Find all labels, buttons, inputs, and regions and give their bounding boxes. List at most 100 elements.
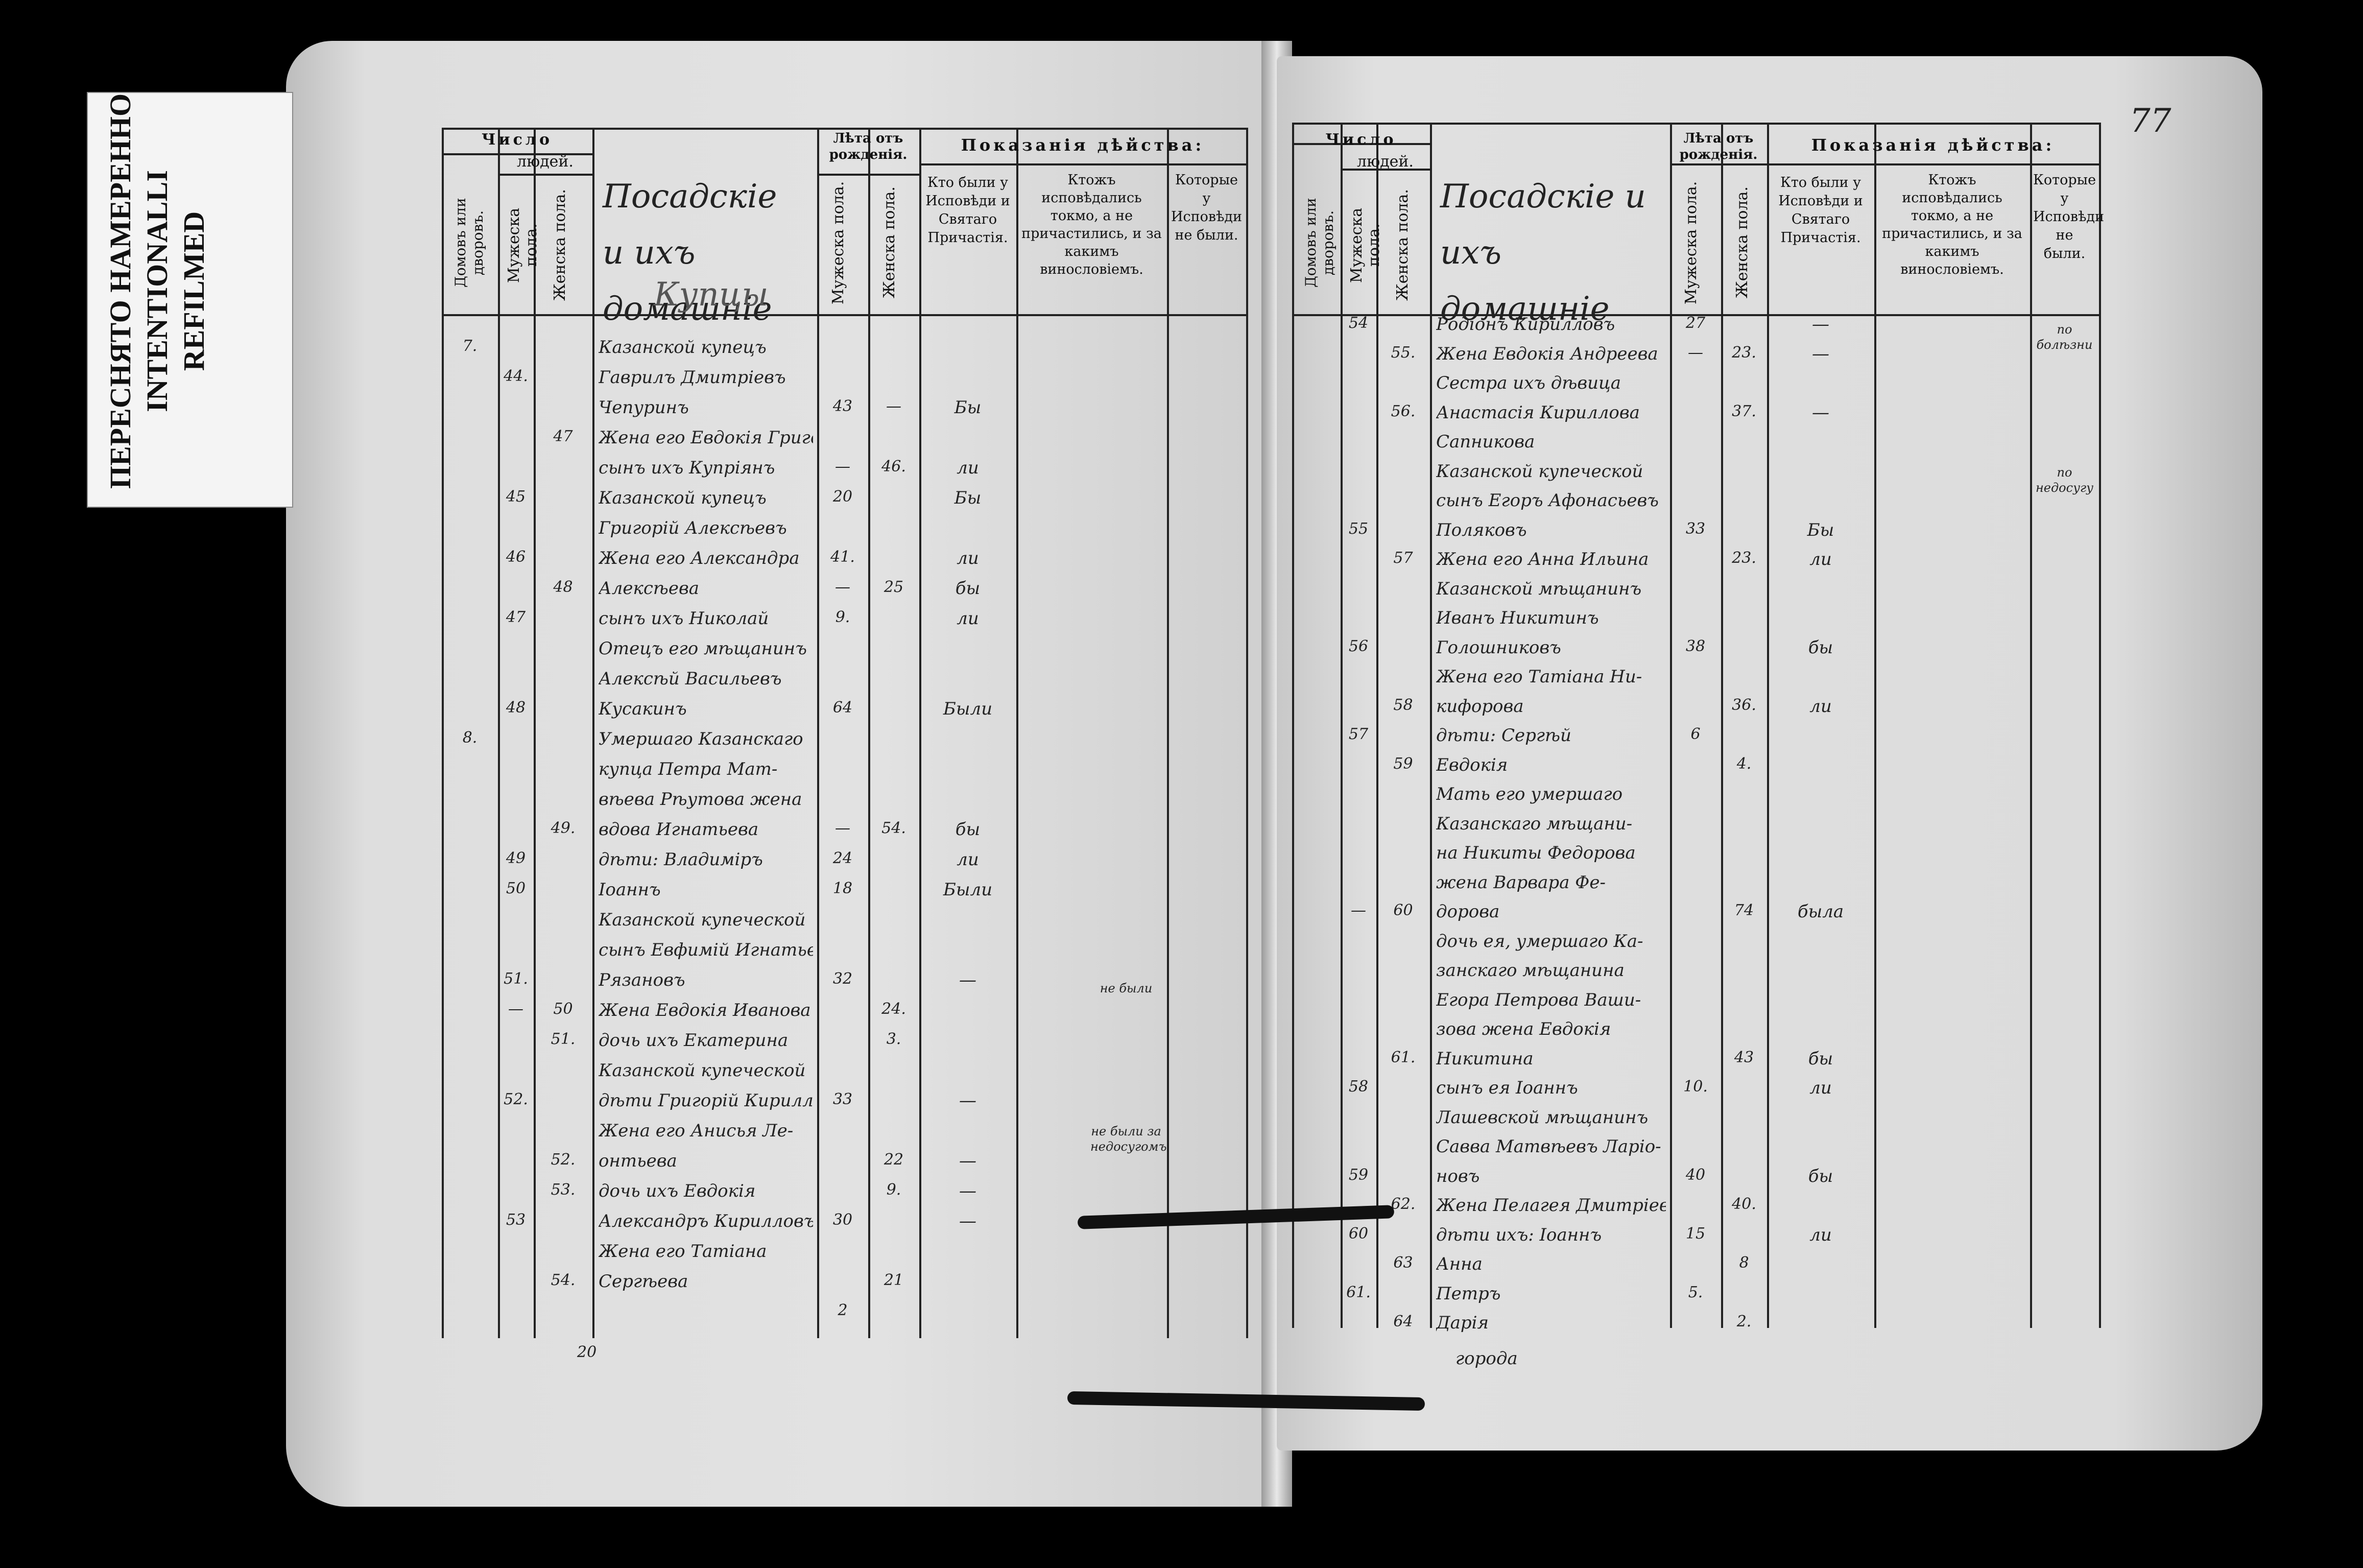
right-male-age: 40 — [1685, 1166, 1706, 1184]
left-entry-name: сынъ ихъ Купріянъ — [599, 458, 775, 478]
right-female-number: 57 — [1393, 549, 1413, 567]
left-female-number: 53. — [551, 1181, 576, 1199]
right-female-age: 40. — [1732, 1195, 1756, 1213]
left-female-age: 24. — [881, 1000, 906, 1018]
right-entry-name: зова жена Евдокія — [1436, 1019, 1611, 1039]
left-entry-name: сынъ ихъ Николай — [599, 608, 769, 629]
left-entry-name: Казанской купецъ — [599, 337, 767, 358]
left-header-col-kotorye: Которые у Исповѣди не были. — [1171, 172, 1243, 243]
left-male-age: 9. — [835, 608, 850, 626]
right-entry-name: Евдокія — [1436, 754, 1508, 775]
left-male-age: 33 — [832, 1090, 853, 1108]
right-male-number: 56 — [1348, 637, 1369, 655]
left-entry-name: дѣти: Владиміръ — [599, 849, 763, 870]
left-confession-mark: — — [959, 970, 976, 990]
left-header-top-line — [442, 128, 1246, 130]
right-entry-name: Дарія — [1436, 1313, 1489, 1333]
left-entry-name: Александръ Кирилловъ — [599, 1211, 813, 1231]
right-col-line-3 — [1430, 123, 1432, 1328]
refilmed-stamp — [87, 92, 293, 508]
left-entry-name: Жена его Анисья Ле- — [599, 1121, 794, 1141]
right-female-number: 63 — [1393, 1254, 1413, 1272]
left-entry-name: Гаврилъ Дмитріевъ — [599, 367, 786, 388]
right-entry-name: Родіонъ Кирилловъ — [1436, 314, 1615, 335]
left-dvor-number: 7. — [462, 337, 478, 355]
right-entry-name: новъ — [1436, 1166, 1480, 1186]
right-header-bottom-line — [1292, 314, 2099, 316]
left-entry-name: Отецъ его мѣщанинъ — [599, 638, 807, 659]
left-confession-mark: ли — [957, 458, 979, 478]
right-male-number: 57 — [1348, 725, 1369, 743]
right-female-age: 23. — [1732, 549, 1756, 567]
left-male-number: 51. — [504, 970, 528, 988]
right-female-age: 23. — [1732, 343, 1756, 362]
left-female-age: 46. — [881, 458, 906, 476]
left-male-age: 32 — [832, 970, 853, 988]
right-entry-name: занскаго мѣщанина — [1436, 960, 1625, 981]
right-entry-name: дочь ея, умершаго Ка- — [1436, 931, 1643, 952]
left-confession-mark: — — [959, 1090, 976, 1111]
right-male-number: 60 — [1348, 1224, 1369, 1243]
right-col-line-8 — [2030, 123, 2032, 1328]
right-entry-name: дѣти ихъ: Іоаннъ — [1436, 1224, 1602, 1245]
left-confession-mark: ли — [957, 608, 979, 629]
left-female-age: 54. — [881, 819, 906, 837]
right-female-age: 4. — [1736, 754, 1752, 773]
right-female-age: 36. — [1732, 696, 1756, 714]
right-entry-name: Жена его Анна Ильина — [1436, 549, 1649, 569]
left-footer-number: 20 — [577, 1343, 597, 1361]
left-col-line-7 — [1016, 128, 1018, 1338]
left-male-number: 46 — [506, 548, 526, 566]
right-col-line-6 — [1767, 123, 1769, 1328]
right-header-leta-f: Женска пола. — [1733, 186, 1751, 299]
left-col-line-1 — [498, 128, 500, 1338]
right-female-number: 59 — [1393, 754, 1413, 773]
left-male-age: — — [835, 458, 850, 476]
right-male-age: 15 — [1685, 1224, 1706, 1243]
left-female-age: 22 — [884, 1151, 904, 1169]
right-header-col-kotorye: Которые у Исповѣди не были. — [2033, 172, 2105, 262]
right-confession-mark: ли — [1809, 696, 1832, 717]
right-entry-name: Савва Матвѣевъ Ларіо- — [1436, 1136, 1661, 1157]
right-confession-mark: бы — [1808, 1166, 1833, 1186]
left-lyudey-rule — [498, 174, 592, 176]
right-page — [1277, 56, 2262, 1451]
right-confession-mark: ли — [1809, 1224, 1832, 1245]
left-male-age: 24 — [832, 849, 853, 867]
right-entry-name: Казанской купеческой — [1436, 461, 1643, 482]
left-male-number: 47 — [506, 608, 526, 626]
left-entry-name: Умершаго Казанскаго — [599, 729, 803, 749]
right-entry-name: Голошниковъ — [1436, 637, 1561, 658]
right-entry-name: Сестра ихъ дѣвица — [1436, 373, 1621, 393]
left-entry-name: Григорій Алексѣевъ — [599, 518, 787, 538]
right-female-number: 55. — [1391, 343, 1416, 362]
left-entry-name: Жена его Евдокія Григорьева — [599, 427, 813, 448]
left-header-leta-m: Мужеска пола. — [829, 181, 847, 304]
right-female-number: 56. — [1391, 402, 1416, 420]
right-col-line-4 — [1670, 123, 1672, 1328]
left-male-number: 53 — [506, 1211, 526, 1229]
right-col-line-7 — [1874, 123, 1876, 1328]
right-footer-text: города — [1455, 1348, 1518, 1369]
left-entry-name: дочь ихъ Евдокія — [599, 1181, 756, 1201]
right-col-line-1 — [1341, 123, 1343, 1328]
left-header-leta: Лѣта отъ рожденія. — [829, 131, 908, 162]
left-ktozh-note: не были — [1100, 981, 1153, 995]
right-chislo-rule — [1292, 143, 1430, 145]
left-male-number: 45 — [506, 488, 526, 506]
left-female-age: 9. — [886, 1181, 901, 1199]
right-male-age: 6 — [1690, 725, 1701, 743]
right-entry-name: Казанской мѣщанинъ — [1436, 578, 1642, 599]
left-leta-rule — [817, 174, 919, 176]
right-confession-mark: бы — [1808, 637, 1833, 658]
left-entry-name: Сергѣева — [599, 1271, 688, 1292]
right-confession-mark: — — [1812, 402, 1829, 423]
right-entry-name: Казанскаго мѣщани- — [1436, 813, 1633, 834]
left-confession-mark: бы — [955, 578, 981, 599]
right-entry-name: дѣти: Сергѣй — [1436, 725, 1571, 746]
right-entry-name: Жена Евдокія Андреева — [1436, 343, 1658, 364]
right-header-leta-m: Мужеска пола. — [1682, 181, 1700, 304]
left-confession-mark: Бы — [954, 397, 982, 418]
right-entry-name: Жена его Татіана Ни- — [1436, 667, 1642, 687]
right-female-number: 58 — [1393, 696, 1413, 714]
